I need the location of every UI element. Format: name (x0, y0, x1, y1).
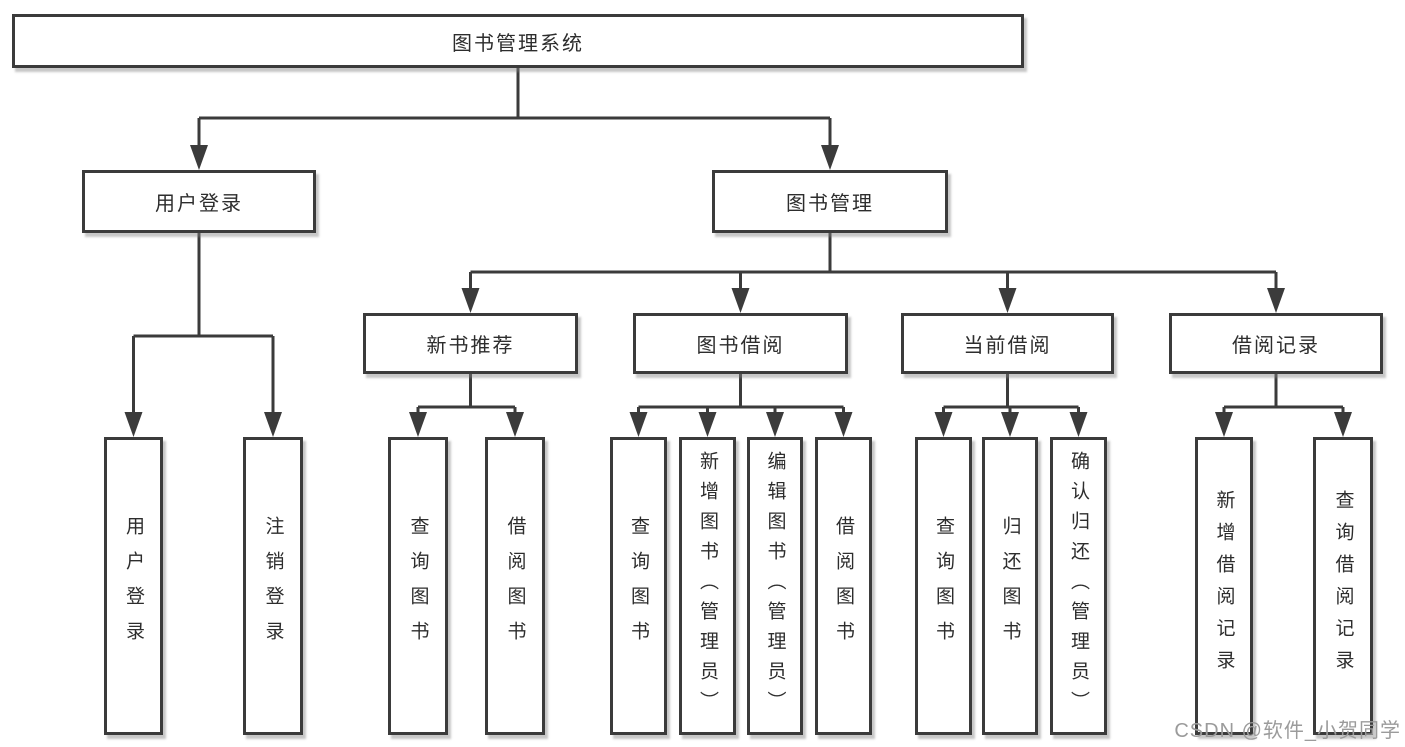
connector-newbook-to-leaves (416, 374, 517, 418)
node-book-borrow: 图书借阅 (633, 313, 848, 374)
leaf-current-return-books: 归还图书 (982, 437, 1038, 735)
node-current-borrow: 当前借阅 (901, 313, 1114, 374)
node-label: 借阅记录 (1232, 335, 1320, 357)
node-label: 查询借阅记录 (1332, 490, 1354, 682)
connector-currentborrow-to-leaves (942, 374, 1080, 418)
leaf-current-query-books: 查询图书 (915, 437, 972, 735)
connector-bookmgmt-to-level3 (469, 233, 1278, 294)
leaf-current-confirm-return-admin: 确认归还（管理员） (1050, 437, 1107, 735)
leaf-newbook-borrow-books: 借阅图书 (485, 437, 545, 735)
node-label: 查询图书 (407, 516, 429, 656)
node-label: 新增图书（管理员） (697, 451, 718, 721)
arrow-down-icon (409, 412, 427, 437)
node-label: 注销登录 (262, 516, 284, 656)
node-label: 借阅图书 (504, 516, 526, 656)
node-label: 确认归还（管理员） (1068, 451, 1089, 721)
connector-root-to-level2 (197, 68, 832, 150)
arrow-down-icon (698, 412, 717, 437)
leaf-logout-login: 注销登录 (243, 437, 303, 735)
node-label: 查询图书 (628, 516, 649, 656)
arrow-down-icon (731, 288, 750, 313)
node-label: 查询图书 (933, 516, 954, 656)
leaf-record-add-borrow-record: 新增借阅记录 (1195, 437, 1253, 735)
node-root: 图书管理系统 (12, 14, 1024, 68)
leaf-user-login: 用户登录 (104, 437, 163, 735)
arrow-down-icon (1267, 288, 1285, 313)
arrow-down-icon (934, 412, 953, 437)
arrow-down-icon (998, 288, 1017, 313)
arrow-down-icon (190, 145, 208, 170)
arrow-down-icon (264, 412, 282, 437)
leaf-record-query-borrow-record: 查询借阅记录 (1313, 437, 1373, 735)
connector-borrowrecord-to-leaves (1222, 374, 1345, 418)
node-label: 借阅图书 (833, 516, 854, 656)
node-label: 图书管理 (786, 193, 874, 215)
arrow-down-icon (461, 288, 480, 313)
node-user-login: 用户登录 (82, 170, 316, 233)
node-label: 当前借阅 (963, 335, 1052, 357)
node-label: 图书管理系统 (452, 32, 584, 55)
arrowheads (124, 145, 1352, 437)
node-label: 用户登录 (155, 193, 243, 215)
leaf-borrow-query-books: 查询图书 (610, 437, 667, 735)
node-label: 用户登录 (123, 516, 144, 656)
arrow-down-icon (1215, 412, 1233, 437)
node-label: 归还图书 (999, 516, 1021, 656)
csdn-watermark: CSDN @软件_小贺同学 (1174, 720, 1401, 742)
node-label: 新增借阅记录 (1213, 490, 1235, 682)
arrow-down-icon (1069, 412, 1088, 437)
node-borrow-records: 借阅记录 (1169, 313, 1383, 374)
node-label: 图书借阅 (696, 335, 785, 357)
arrow-down-icon (124, 412, 143, 437)
leaf-borrow-borrow-books: 借阅图书 (815, 437, 872, 735)
connector-bookborrow-to-leaves (637, 374, 845, 418)
leaf-borrow-add-books-admin: 新增图书（管理员） (679, 437, 736, 735)
node-label: 编辑图书（管理员） (764, 451, 786, 721)
arrow-down-icon (766, 412, 784, 437)
node-book-management: 图书管理 (712, 170, 948, 233)
connector-userlogin-to-leaves (132, 233, 275, 418)
leaf-newbook-query-books: 查询图书 (388, 437, 448, 735)
arrow-down-icon (1001, 412, 1019, 437)
node-label: 新书推荐 (426, 335, 515, 357)
arrow-down-icon (629, 412, 648, 437)
node-new-book-recommend: 新书推荐 (363, 313, 578, 374)
arrow-down-icon (834, 412, 853, 437)
arrow-down-icon (821, 145, 839, 170)
arrow-down-icon (1334, 412, 1352, 437)
leaf-borrow-edit-books-admin: 编辑图书（管理员） (747, 437, 803, 735)
arrow-down-icon (506, 412, 524, 437)
